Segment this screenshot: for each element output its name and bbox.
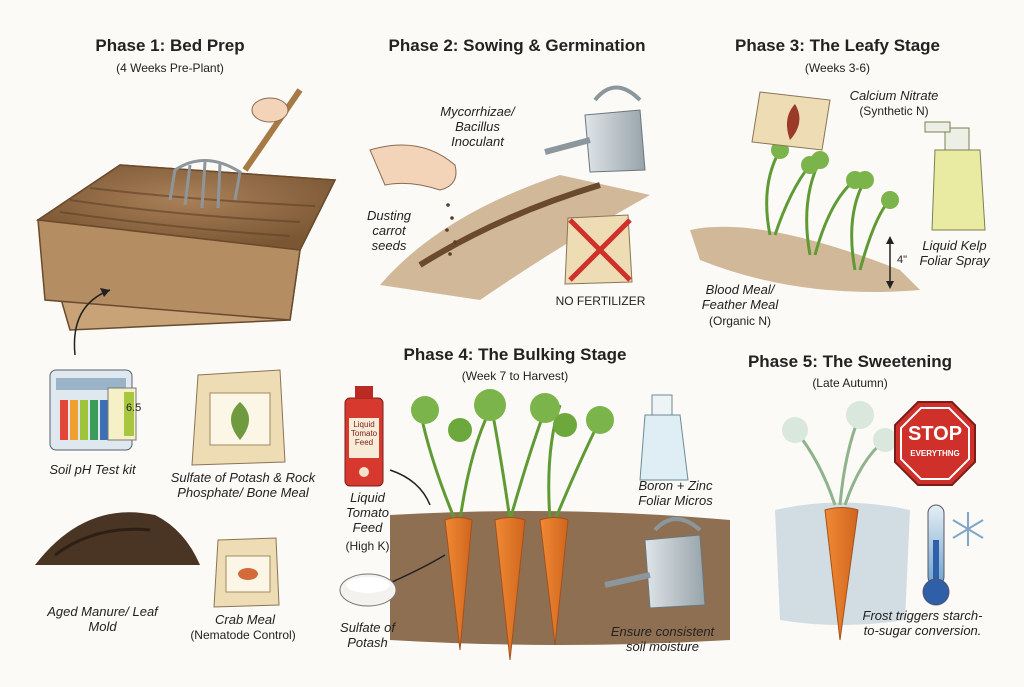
label-frost: Frost triggers starch-to-sugar conversio… — [862, 608, 983, 638]
bottle-label: Liquid Tomato Feed — [350, 420, 378, 447]
no-fertilizer-icon — [564, 214, 633, 285]
stop-text: STOP — [907, 423, 963, 445]
snowflake-icon — [952, 512, 984, 546]
phase4-subtitle: (Week 7 to Harvest) — [461, 369, 569, 383]
carrot-roots-icon — [444, 517, 569, 661]
potash-bag-icon — [191, 369, 286, 466]
spray-bottle-icon — [924, 121, 986, 231]
height-marker — [886, 236, 894, 289]
stop-sign-icon — [894, 401, 976, 486]
hand-sowing-icon — [369, 144, 457, 191]
phase3-subtitle: (Weeks 3-6) — [804, 61, 871, 75]
thermometer-icon — [922, 504, 950, 606]
phase5-title: Phase 5: The Sweetening — [747, 352, 953, 371]
label-crab-note: (Nematode Control) — [190, 628, 296, 642]
label-sulfate: Sulfate of Potash — [340, 620, 395, 650]
label-ph-kit: Soil pH Test kit — [49, 462, 136, 477]
ph-test-kit-icon — [49, 369, 137, 451]
crab-meal-bag-icon — [213, 537, 280, 608]
label-calcium-note: (Synthetic N) — [859, 104, 929, 118]
ph-value: 6.5 — [126, 402, 142, 414]
watering-can-icon — [544, 85, 646, 173]
label-boron: Boron + Zinc Foliar Micros — [638, 478, 713, 508]
label-dusting: Dusting carrot seeds — [366, 208, 412, 253]
label-blood: Blood Meal/ Feather Meal — [701, 282, 779, 312]
label-calcium: Calcium Nitrate — [849, 88, 939, 103]
label-crab: Crab Meal — [215, 612, 275, 627]
label-tomato-note: (High K) — [345, 539, 390, 553]
carrot-foliage-icon — [411, 389, 614, 521]
label-manure: Aged Manure/ Leaf Mold — [47, 604, 158, 634]
sulfate-bowl-icon — [339, 573, 397, 607]
everything-text: EVERYTHNG — [910, 449, 960, 458]
tomato-feed-bottle-icon — [344, 386, 384, 487]
boron-spray-bottle-icon — [639, 394, 689, 481]
garden-fork-icon — [168, 88, 303, 209]
phase1-title: Phase 1: Bed Prep — [95, 36, 245, 55]
phase1-subtitle: (4 Weeks Pre-Plant) — [116, 61, 224, 75]
label-inoculant: Mycorrhizae/ Bacillus Inoculant — [440, 104, 515, 149]
label-height: 4" — [897, 254, 908, 266]
phase4-title: Phase 4: The Bulking Stage — [403, 345, 627, 364]
arrow-tomato — [389, 469, 431, 506]
label-blood-note: (Organic N) — [708, 314, 771, 328]
label-moisture: Ensure consistent soil moisture — [610, 624, 715, 654]
seed-stream-icon — [445, 203, 457, 256]
label-no-fertilizer: NO FERTILIZER — [555, 294, 646, 308]
watering-can-icon — [604, 517, 706, 609]
calcium-nitrate-bag-icon — [751, 91, 831, 151]
soil-furrow — [380, 175, 650, 300]
label-kelp: Liquid Kelp Foliar Spray — [919, 238, 990, 268]
manure-pile-icon — [35, 512, 200, 565]
label-tomato: Liquid Tomato Feed — [346, 490, 389, 535]
phase3-title: Phase 3: The Leafy Stage — [734, 36, 941, 55]
label-potash: Sulfate of Potash & Rock Phosphate/ Bone… — [170, 470, 316, 500]
arrow-head-icon — [100, 288, 110, 297]
carrot-seedlings-icon — [765, 141, 899, 271]
frost-scene — [775, 401, 910, 641]
leafy-bed — [690, 226, 920, 292]
phase5-subtitle: (Late Autumn) — [812, 376, 888, 390]
phase2-title: Phase 2: Sowing & Germination — [388, 36, 646, 55]
